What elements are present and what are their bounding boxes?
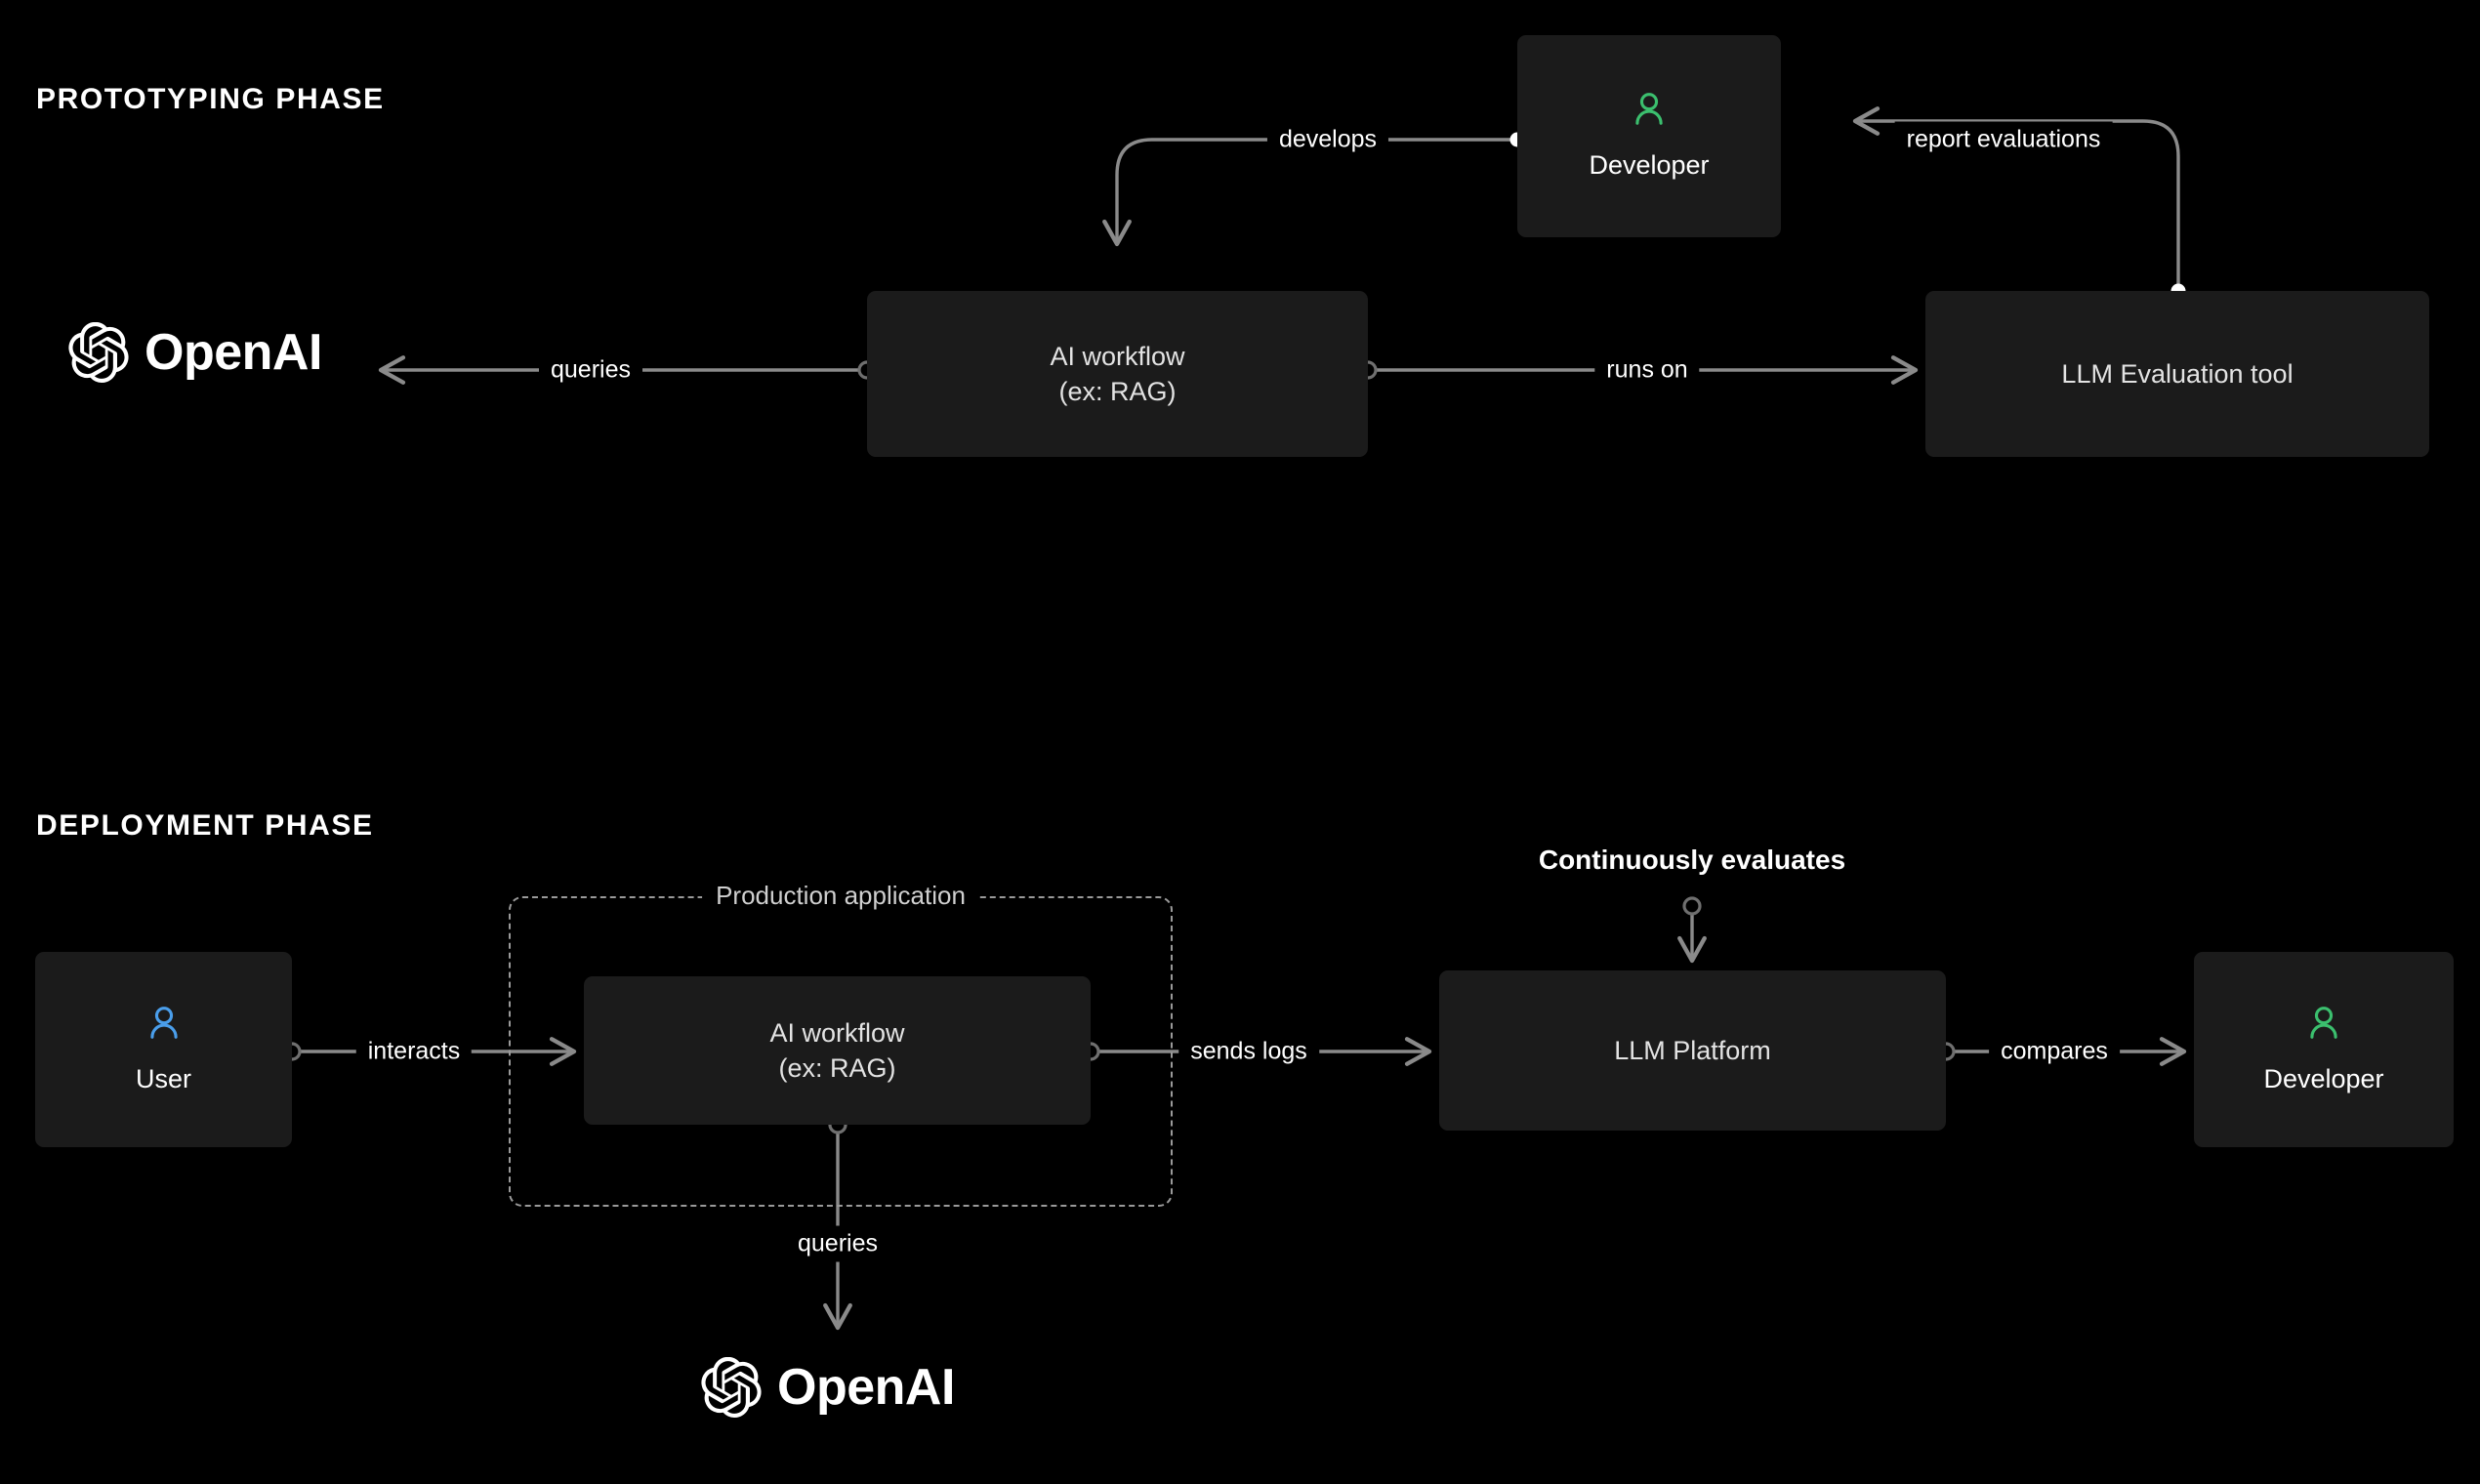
- node-label: Developer: [2263, 1063, 2384, 1093]
- node-label-line-2: (ex: RAG): [1058, 377, 1177, 406]
- edge-label-queries-prototyping: queries: [539, 351, 642, 389]
- edge-label-continuously-evaluates: Continuously evaluates: [1526, 841, 1858, 880]
- node-user[interactable]: User: [35, 952, 292, 1147]
- node-label: LLM Evaluation tool: [2061, 358, 2294, 389]
- edge-label-report-evaluations: report evaluations: [1894, 121, 2113, 158]
- person-icon: [149, 1006, 178, 1039]
- openai-wordmark: OpenAI: [777, 1359, 955, 1416]
- openai-logo-deployment: OpenAI: [701, 1357, 955, 1418]
- deployment-phase-title: DEPLOYMENT PHASE: [36, 809, 374, 842]
- node-label-line-1: AI workflow: [1050, 341, 1185, 371]
- edge-label-interacts: interacts: [355, 1033, 473, 1070]
- openai-blossom-icon: [701, 1357, 762, 1418]
- node-label-line-2: (ex: RAG): [778, 1053, 896, 1083]
- openai-logo-prototyping: OpenAI: [68, 322, 322, 383]
- production-application-label: Production application: [702, 881, 979, 911]
- node-label: Developer: [1589, 150, 1710, 181]
- edge-label-develops: develops: [1266, 121, 1389, 158]
- node-label-line-1: AI workflow: [769, 1017, 905, 1048]
- edge-label-queries-deployment: queries: [786, 1225, 889, 1262]
- node-ai-workflow-deployment[interactable]: AI workflow (ex: RAG): [584, 976, 1091, 1125]
- node-llm-platform[interactable]: LLM Platform: [1439, 970, 1946, 1131]
- node-label: LLM Platform: [1614, 1035, 1771, 1065]
- node-developer-deployment[interactable]: Developer: [2194, 952, 2454, 1147]
- production-application-group: Production application: [509, 881, 1173, 1207]
- node-ai-workflow-prototyping[interactable]: AI workflow (ex: RAG): [867, 291, 1368, 457]
- prototyping-phase-title: PROTOTYPING PHASE: [36, 83, 385, 115]
- node-llm-evaluation-tool[interactable]: LLM Evaluation tool: [1925, 291, 2429, 457]
- edge-label-runs-on: runs on: [1594, 351, 1700, 389]
- openai-wordmark: OpenAI: [145, 324, 322, 381]
- edge-label-compares: compares: [1989, 1033, 2120, 1070]
- person-icon: [1635, 93, 1663, 126]
- edge-continuously-evaluates: [1677, 896, 1707, 964]
- node-label: User: [135, 1063, 191, 1093]
- person-icon: [2310, 1006, 2337, 1039]
- edge-label-sends-logs: sends logs: [1178, 1033, 1319, 1070]
- node-developer-prototyping[interactable]: Developer: [1517, 35, 1781, 237]
- openai-blossom-icon: [68, 322, 129, 383]
